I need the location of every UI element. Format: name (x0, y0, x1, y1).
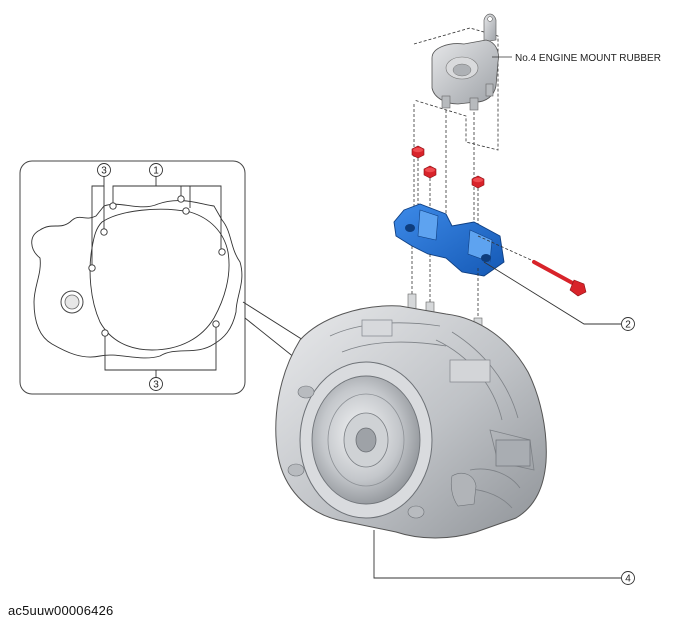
callout-2: 2 (621, 317, 635, 331)
mount-label: No.4 ENGINE MOUNT RUBBER (515, 53, 661, 64)
housing-inner-outline (89, 208, 230, 351)
callout-3-top: 3 (97, 163, 111, 177)
mount-phantom-outline (413, 27, 499, 151)
nut (411, 145, 425, 159)
housing-outline (31, 200, 243, 359)
inset-bolt (109, 202, 117, 210)
engine-mount-rubber: No.4 ENGINE MOUNT RUBBER (413, 13, 661, 151)
nut (423, 165, 437, 179)
callout-3-bottom-number: 3 (153, 380, 159, 391)
inset-bolt (101, 329, 109, 337)
callout-3-bottom: 3 (149, 377, 163, 391)
inset-bolt (177, 195, 185, 203)
figure-code: ac5uuw00006426 (8, 603, 114, 618)
callout-3-top-number: 3 (101, 166, 107, 177)
callout-4-number: 4 (625, 574, 631, 585)
inset-bolt (88, 264, 96, 272)
callout-3-bottom-leaders (104, 327, 217, 378)
through-bolt (532, 260, 587, 297)
callout-2-number: 2 (625, 320, 631, 331)
seal-inner (64, 294, 80, 310)
transaxle-assembly (275, 305, 547, 539)
callout-4-leader (373, 530, 621, 579)
callout-1-leaders (112, 177, 222, 249)
callout-3-top-leaders (91, 177, 105, 265)
inset-bolt (100, 228, 108, 236)
transaxle-studs (411, 246, 479, 320)
transaxle-mount-bracket (393, 203, 505, 277)
inset-frame (19, 160, 246, 395)
callout-1: 1 (149, 163, 163, 177)
callout-1-number: 1 (153, 166, 159, 177)
inset-bolt (218, 248, 226, 256)
through-bolt-axis (477, 235, 541, 265)
inset-bolt (182, 207, 190, 215)
callout-2-leader (483, 261, 621, 325)
inset-bolts (88, 195, 226, 337)
mount-alignment-lines (413, 104, 475, 226)
mount-nuts (411, 145, 485, 189)
callout-4: 4 (621, 571, 635, 585)
inset-bolt (212, 320, 220, 328)
bolt-pattern-inset: 1 3 3 (19, 160, 246, 395)
nut (471, 175, 485, 189)
